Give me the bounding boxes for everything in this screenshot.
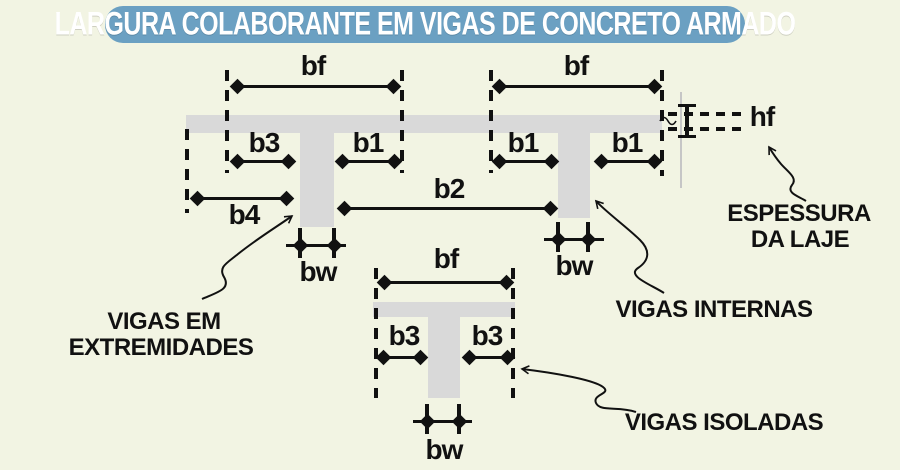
label-b2: b2 (433, 173, 466, 204)
dim-b3-isolated-right (468, 356, 509, 359)
label-b1-right-1: b1 (507, 127, 540, 158)
label-bf-right: bf (563, 50, 589, 81)
annotation-isolated-beams: VIGAS ISOLADAS (624, 409, 824, 436)
dim-b2 (343, 207, 552, 210)
bw-diamond (292, 237, 309, 254)
dashed-line-isolated-right (511, 268, 515, 398)
dim-b3-isolated-left (382, 356, 422, 359)
dashed-line-isolated-left (374, 268, 378, 398)
annotation-slab-thickness-line1: ESPESSURA (727, 200, 871, 227)
label-bf-isolated: bf (433, 243, 459, 274)
label-b3-isolated-left: b3 (388, 320, 421, 351)
hf-tick-cap (678, 135, 696, 138)
bw-line (544, 238, 604, 241)
annotation-internal-beams: VIGAS INTERNAS (615, 296, 813, 323)
hf-dashed-top (668, 112, 746, 116)
arrow-slab-thickness (768, 145, 807, 202)
internal-beam-web (558, 133, 590, 218)
label-b1-right-2: b1 (611, 127, 644, 158)
arrow-isolated-beams (520, 365, 637, 413)
bw-line (286, 244, 346, 247)
bw-diamond (580, 231, 597, 248)
annotation-edge-beams-line1: VIGAS EM (107, 308, 221, 335)
annotation-slab-thickness-line2: DA LAJE (750, 226, 850, 253)
hf-tick-cap (678, 104, 696, 107)
dim-b1-right-beam-right (600, 160, 656, 163)
label-b4: b4 (228, 199, 261, 230)
label-b3-left: b3 (248, 127, 281, 158)
dim-bf-isolated (383, 281, 508, 284)
dim-b4 (196, 197, 288, 200)
bw-diamond (419, 413, 436, 430)
dashed-line-left-bf-left (225, 70, 229, 173)
bw-diamond (326, 237, 343, 254)
label-bw-right: bw (555, 250, 594, 281)
dim-b3-left-beam (236, 160, 290, 163)
dim-b1-right-beam-left (498, 160, 553, 163)
label-b3-isolated-right: b3 (471, 320, 504, 351)
edge-beam-web (300, 133, 334, 227)
label-bf-left: bf (300, 50, 326, 81)
isolated-beam-web (428, 317, 460, 398)
dim-bf-right-beam (498, 85, 656, 88)
title-banner: LARGURA COLABORANTE EM VIGAS DE CONCRETO… (55, 6, 796, 43)
annotation-edge-beams-line2: EXTREMIDADES (68, 334, 254, 361)
slab (186, 115, 662, 133)
hf-tick-stem (685, 104, 689, 138)
label-bw-isolated: bw (425, 434, 464, 465)
label-b1-left: b1 (352, 127, 385, 158)
label-hf: hf (749, 101, 775, 132)
dashed-line-right-bf-left (489, 70, 493, 173)
isolated-beam-flange (373, 302, 515, 317)
dim-b1-left-beam (341, 160, 396, 163)
bw-diamond (550, 231, 567, 248)
label-bw-left: bw (299, 256, 338, 287)
slab-cut-line (680, 92, 682, 188)
hf-dashed-bottom (668, 127, 746, 131)
bw-diamond (451, 413, 468, 430)
bw-line (413, 420, 472, 423)
dashed-line-b4-outer (185, 129, 189, 213)
dim-bf-left-beam (236, 85, 395, 88)
arrow-internal-beams (594, 199, 665, 294)
dashed-line-left-bf-right (400, 70, 404, 173)
page-title: LARGURA COLABORANTE EM VIGAS DE CONCRETO… (54, 5, 796, 43)
